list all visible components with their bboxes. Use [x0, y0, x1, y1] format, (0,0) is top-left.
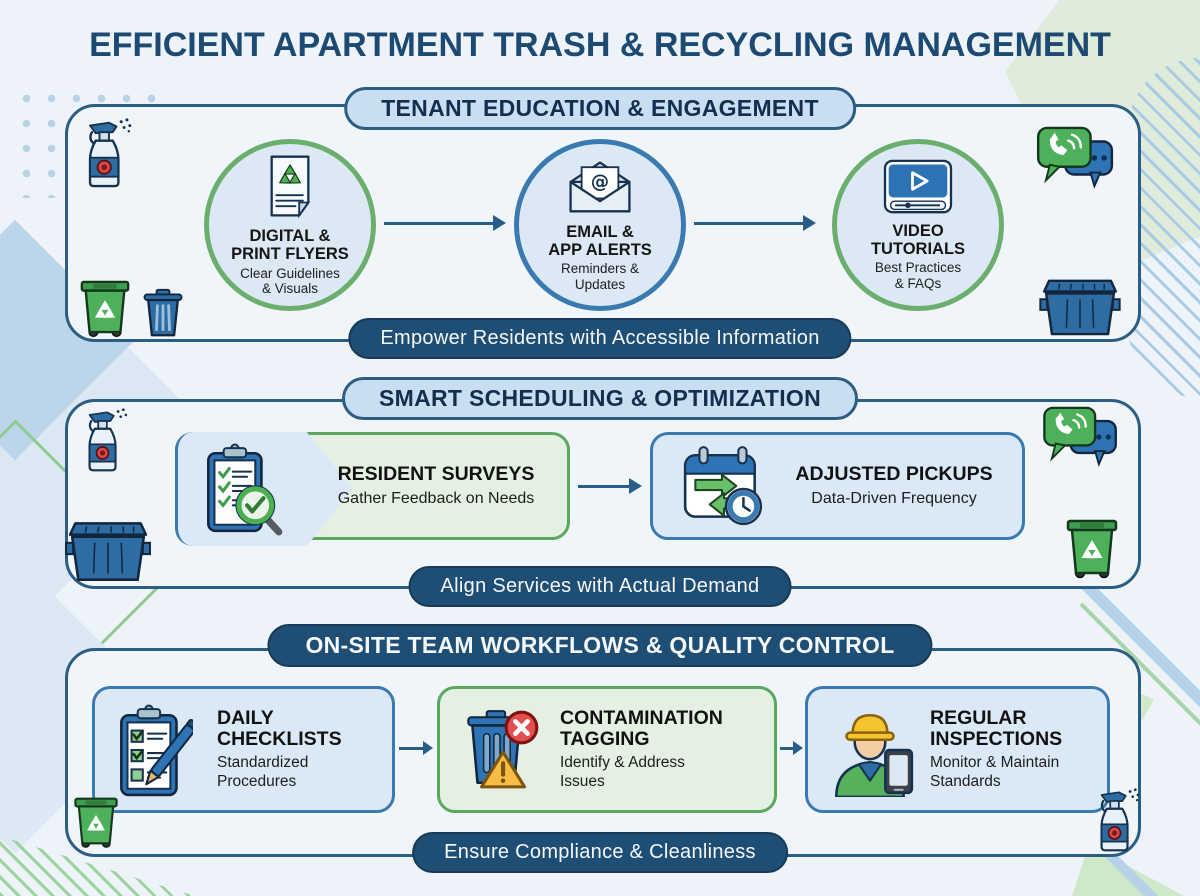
contamination-bin-icon [456, 705, 544, 798]
card-adjusted-pickups: ADJUSTED PICKUPS Data-Driven Frequency [650, 432, 1025, 540]
card-text: REGULAR INSPECTIONS Monitor & Maintain S… [930, 689, 1103, 810]
step-email-app-alerts: @ EMAIL & APP ALERTS Reminders & Updates [514, 139, 686, 311]
card-regular-inspections: REGULAR INSPECTIONS Monitor & Maintain S… [805, 686, 1110, 813]
email-icon: @ [565, 158, 635, 220]
card-title: CONTAMINATION TAGGING [560, 706, 723, 751]
step-video-tutorials: VIDEO TUTORIALS Best Practices & FAQs [832, 139, 1004, 311]
dumpster-icon [1038, 276, 1122, 341]
card-subtitle: Standardized Procedures [217, 754, 309, 790]
step-title: VIDEO TUTORIALS [870, 221, 966, 258]
step-subtitle: Best Practices & FAQs [874, 260, 962, 291]
banner-empower-residents: Empower Residents with Accessible Inform… [348, 318, 852, 359]
step-title: DIGITAL & PRINT FLYERS [231, 227, 349, 264]
card-text: RESIDENT SURVEYS Gather Feedback on Need… [313, 435, 559, 537]
phone-chat-icon [1042, 406, 1120, 473]
flow-arrow [384, 215, 506, 231]
recycle-bin-icon [72, 792, 120, 855]
step-title: EMAIL & APP ALERTS [548, 222, 652, 259]
checklist-pen-icon [113, 703, 199, 804]
card-title: RESIDENT SURVEYS [337, 462, 535, 485]
section-header-tenant-education: TENANT EDUCATION & ENGAGEMENT [344, 87, 856, 130]
trash-can-icon [140, 288, 186, 343]
step-digital-print-flyers: DIGITAL & PRINT FLYERS Clear Guidelines … [204, 139, 376, 311]
card-daily-checklists: DAILY CHECKLISTS Standardized Procedures [92, 686, 395, 813]
banner-ensure-compliance: Ensure Compliance & Cleanliness [412, 832, 788, 873]
card-subtitle: Data-Driven Frequency [811, 489, 977, 507]
recycle-bin-icon [78, 276, 132, 343]
card-resident-surveys: RESIDENT SURVEYS Gather Feedback on Need… [175, 432, 570, 546]
inspector-icon [822, 705, 918, 802]
phone-chat-icon [1036, 126, 1116, 195]
card-subtitle: Identify & Address Issues [560, 754, 685, 790]
section-header-smart-scheduling: SMART SCHEDULING & OPTIMIZATION [341, 377, 859, 420]
card-subtitle: Gather Feedback on Needs [337, 489, 535, 507]
svg-text:@: @ [591, 171, 609, 192]
survey-clipboard-icon [198, 443, 284, 542]
card-text: ADJUSTED PICKUPS Data-Driven Frequency [778, 435, 1010, 537]
flow-arrow [694, 215, 816, 231]
card-text: CONTAMINATION TAGGING Identify & Address… [560, 689, 768, 810]
card-title: DAILY CHECKLISTS [217, 706, 342, 751]
step-subtitle: Clear Guidelines & Visuals [240, 265, 340, 297]
card-contamination-tagging: CONTAMINATION TAGGING Identify & Address… [437, 686, 777, 813]
card-text: DAILY CHECKLISTS Standardized Procedures [217, 689, 386, 810]
flow-arrow [399, 740, 433, 756]
spray-bottle-icon [84, 118, 132, 193]
spray-bottle-icon [84, 408, 128, 477]
dumpster-icon [64, 518, 152, 587]
step-subtitle: Reminders & Updates [560, 261, 640, 292]
video-player-icon [883, 159, 953, 219]
card-title: REGULAR INSPECTIONS [930, 706, 1063, 751]
calendar-swap-icon [679, 445, 769, 534]
banner-align-services: Align Services with Actual Demand [408, 566, 792, 607]
flow-arrow [780, 740, 803, 756]
flow-arrow [578, 478, 642, 494]
flyer-icon [264, 153, 316, 224]
page-title: EFFICIENT APARTMENT TRASH & RECYCLING MA… [89, 26, 1111, 64]
recycle-bin-icon [1064, 512, 1120, 587]
card-subtitle: Monitor & Maintain Standards [930, 754, 1060, 790]
card-title: ADJUSTED PICKUPS [795, 462, 993, 485]
spray-bottle-icon [1096, 788, 1140, 857]
section-header-onsite-workflows: ON-SITE TEAM WORKFLOWS & QUALITY CONTROL [267, 624, 933, 667]
